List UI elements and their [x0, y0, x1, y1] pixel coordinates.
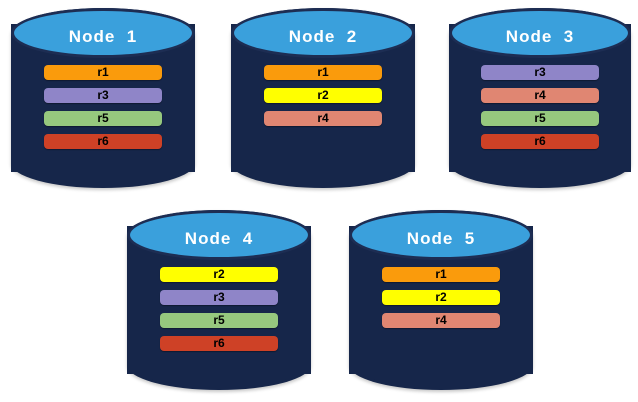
replica-bar[interactable]: r2	[382, 290, 500, 305]
cylinder-top-disc	[231, 8, 415, 59]
database-node-5[interactable]: Node 5 r1 r2 r4	[349, 210, 533, 390]
replica-bar[interactable]: r3	[44, 88, 162, 103]
replica-bar[interactable]: r5	[481, 111, 599, 126]
replica-bar[interactable]: r4	[382, 313, 500, 328]
replica-bar[interactable]: r2	[264, 88, 382, 103]
replica-bar[interactable]: r6	[160, 336, 278, 351]
replica-bar[interactable]: r3	[481, 65, 599, 80]
node-title: Node 3	[505, 27, 575, 46]
node-title: Node 2	[288, 27, 358, 46]
node-title: Node 4	[184, 229, 254, 248]
replica-bar[interactable]: r4	[264, 111, 382, 126]
replica-bar[interactable]: r1	[264, 65, 382, 80]
replica-bar[interactable]: r6	[481, 134, 599, 149]
replica-stack: r2 r3 r5 r6	[127, 267, 311, 351]
replica-bar[interactable]: r2	[160, 267, 278, 282]
node-title: Node 1	[68, 27, 138, 46]
replica-bar[interactable]: r5	[44, 111, 162, 126]
database-node-3[interactable]: Node 3 r3 r4 r5 r6	[449, 8, 631, 188]
database-node-1[interactable]: Node 1 r1 r3 r5 r6	[11, 8, 195, 188]
replica-stack: r1 r2 r4	[231, 65, 415, 126]
database-node-2[interactable]: Node 2 r1 r2 r4	[231, 8, 415, 188]
replica-bar[interactable]: r1	[44, 65, 162, 80]
replica-stack: r1 r2 r4	[349, 267, 533, 328]
replica-bar[interactable]: r6	[44, 134, 162, 149]
replica-bar[interactable]: r5	[160, 313, 278, 328]
replica-bar[interactable]: r1	[382, 267, 500, 282]
cylinder-top-disc	[449, 8, 631, 59]
replica-stack: r3 r4 r5 r6	[449, 65, 631, 149]
cylinder-top-disc	[127, 210, 311, 261]
cylinder-top-disc	[11, 8, 195, 59]
replica-bar[interactable]: r4	[481, 88, 599, 103]
cylinder-top-disc	[349, 210, 533, 261]
replica-stack: r1 r3 r5 r6	[11, 65, 195, 149]
replica-bar[interactable]: r3	[160, 290, 278, 305]
database-node-4[interactable]: Node 4 r2 r3 r5 r6	[127, 210, 311, 390]
node-title: Node 5	[406, 229, 476, 248]
